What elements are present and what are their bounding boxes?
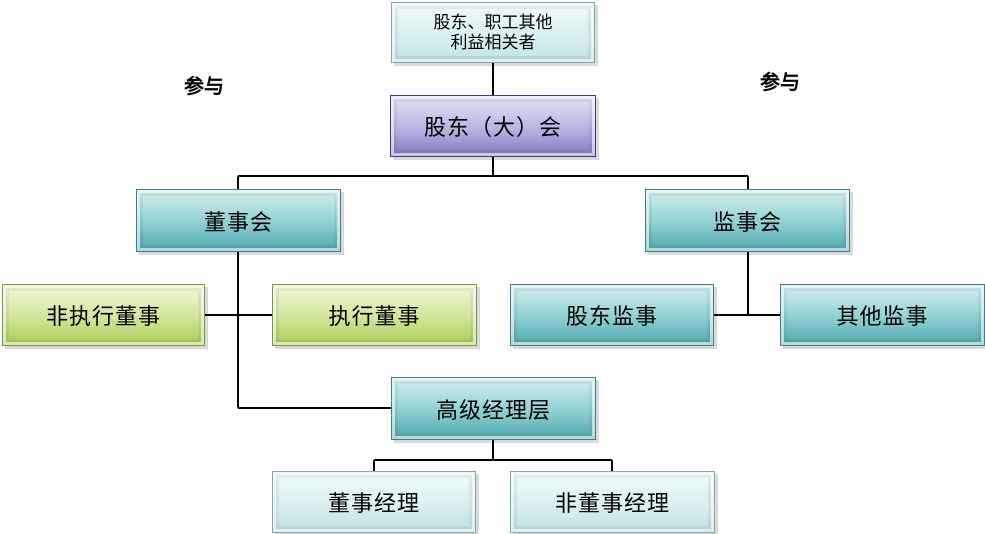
node-senior-management: 高级经理层	[391, 377, 596, 440]
node-shareholder-supervisor: 股东监事	[510, 284, 714, 346]
node-other-supervisor: 其他监事	[780, 284, 985, 346]
node-board: 董事会	[136, 189, 341, 252]
node-director-manager: 董事经理	[272, 471, 476, 533]
node-exec-director: 执行董事	[272, 284, 477, 346]
node-non-director-manager: 非董事经理	[510, 471, 715, 533]
node-shareholders-meeting: 股东（大）会	[390, 95, 596, 157]
node-supervisory-board: 监事会	[645, 189, 850, 252]
node-stakeholders: 股东、职工其他 利益相关者	[391, 2, 595, 63]
participate-label-right: 参与	[760, 70, 800, 94]
node-non-exec-director: 非执行董事	[2, 284, 205, 346]
participate-label-left: 参与	[184, 74, 224, 98]
